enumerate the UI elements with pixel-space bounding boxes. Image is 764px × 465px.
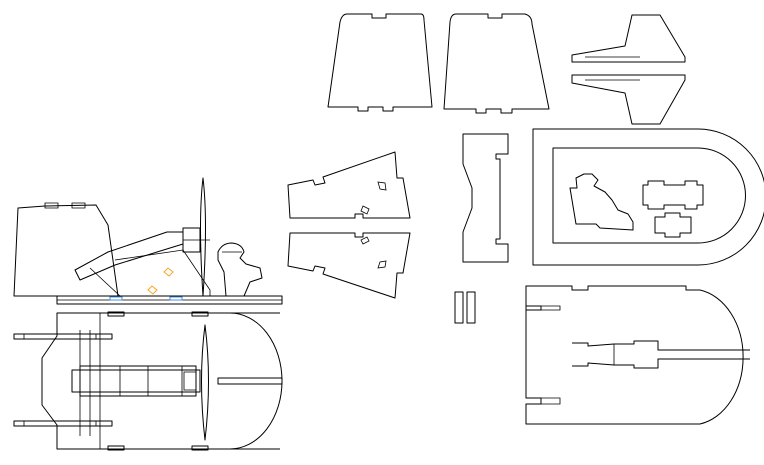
rudder-fin-right	[443, 13, 550, 114]
assembled-top-view	[13, 311, 283, 451]
assembled-side-view	[13, 177, 283, 305]
rudder-fin-left	[327, 13, 433, 112]
small-strut-pair	[454, 291, 476, 324]
bottom-hull-plate	[525, 285, 750, 425]
canard-wing-lower	[571, 74, 686, 125]
deck-plate-with-cutouts	[532, 128, 764, 266]
cockpit-frame	[462, 133, 509, 263]
canard-wing-upper	[571, 14, 686, 63]
side-panel-lower	[287, 232, 411, 299]
side-panel-upper	[287, 151, 411, 219]
